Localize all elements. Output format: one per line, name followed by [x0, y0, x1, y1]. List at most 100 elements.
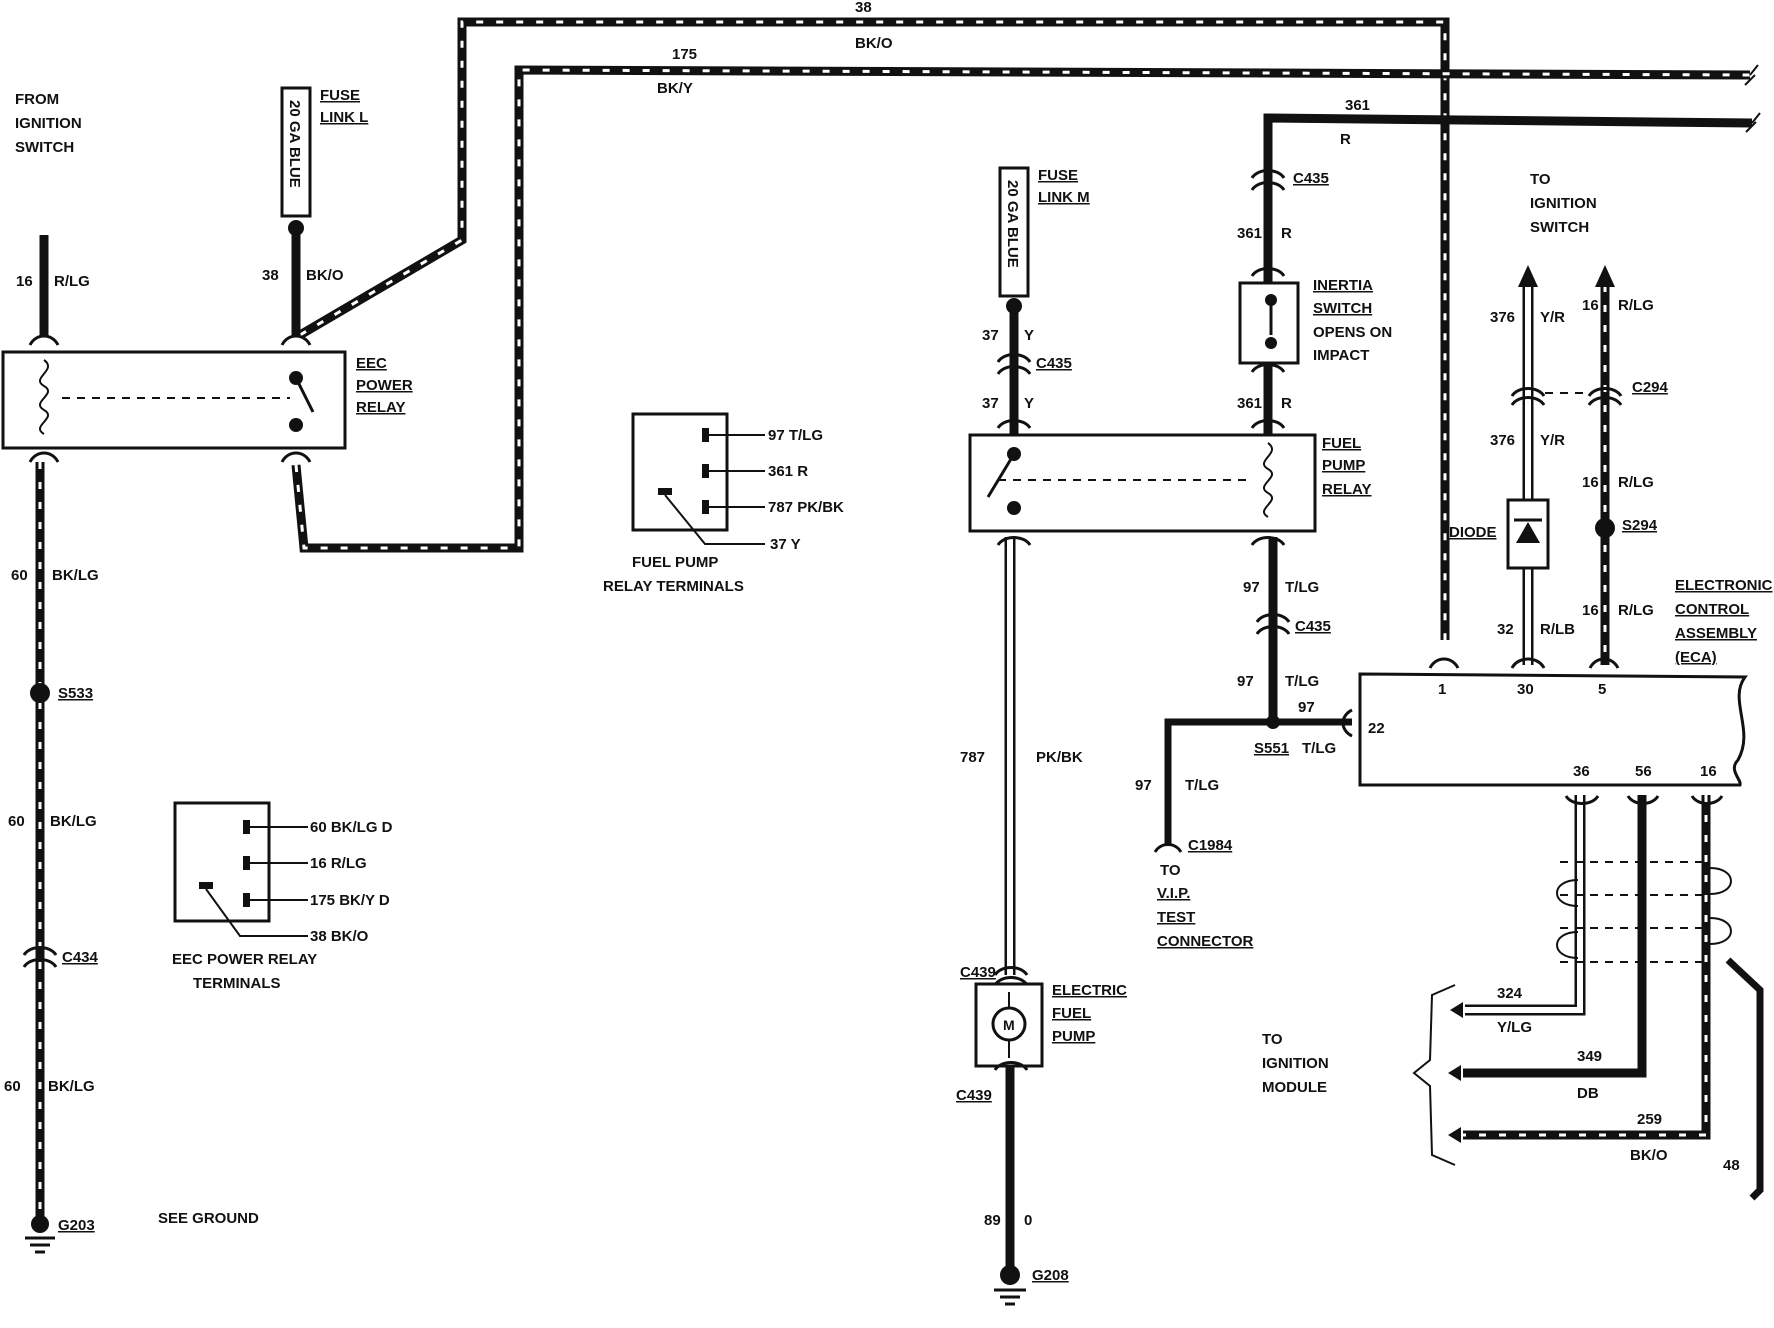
w16a-circuit: 16 — [1582, 297, 1599, 314]
eec-power-relay-label-3: RELAY — [356, 399, 405, 416]
fuel-pump-relay-label-1: FUEL — [1322, 435, 1361, 452]
w787-circuit: 787 — [960, 749, 985, 766]
w60b-circuit: 60 — [8, 813, 25, 830]
w16b-circuit: 16 — [1582, 474, 1599, 491]
c435-361r-connector — [1250, 169, 1286, 191]
g208-label: G208 — [1032, 1267, 1069, 1284]
fp-terminal-1 — [702, 428, 709, 442]
eca-pin-56: 56 — [1635, 763, 1652, 780]
w37b-circuit: 37 — [982, 395, 999, 412]
fp-terminal-caption-1: FUEL PUMP — [632, 554, 718, 571]
inertia-label-2: SWITCH — [1313, 300, 1372, 317]
eec-terminal-row-3: 175 BK/Y D — [310, 892, 390, 909]
eca-label-4: (ECA) — [1675, 649, 1717, 666]
w38-top-color: BK/O — [855, 35, 893, 52]
ignition-module-arrows — [1448, 1002, 1463, 1143]
eca-top-connectors — [1428, 657, 1620, 669]
eca-pin-16: 16 — [1700, 763, 1717, 780]
c435-c-label: C435 — [1295, 618, 1331, 635]
c294-label: C294 — [1632, 379, 1669, 396]
w349-circuit: 349 — [1577, 1048, 1602, 1065]
c435-a-label: C435 — [1036, 355, 1072, 372]
fp-terminal-row-4: 37 Y — [770, 536, 801, 553]
shield-loops-right — [1709, 867, 1732, 945]
eec-terminal-row-1: 60 BK/LG D — [310, 819, 393, 836]
to-vip-label-2: V.I.P. — [1157, 885, 1190, 902]
w60a-circuit: 60 — [11, 567, 28, 584]
w175-top-color: BK/Y — [657, 80, 693, 97]
w376b-color: Y/R — [1540, 432, 1565, 449]
c439-bottom-connector — [993, 1061, 1029, 1071]
c1984-label: C1984 — [1188, 837, 1233, 854]
inertia-label-4: IMPACT — [1313, 347, 1369, 364]
eec-terminal-4 — [199, 882, 213, 889]
w48-circuit: 48 — [1723, 1157, 1740, 1174]
w376a-color: Y/R — [1540, 309, 1565, 326]
fp-relay-contact-2 — [1007, 501, 1021, 515]
w60a-color: BK/LG — [52, 567, 99, 584]
w376a-circuit: 376 — [1490, 309, 1515, 326]
w175-top-circuit: 175 — [672, 46, 697, 63]
wire-324-y-lg — [1465, 795, 1586, 1016]
w37a-color: Y — [1024, 327, 1034, 344]
c435-97-connector — [1255, 613, 1291, 635]
to-ignition-switch-arrows — [1518, 265, 1615, 287]
eca-label-3: ASSEMBLY — [1675, 625, 1757, 642]
fp-terminal-leads — [664, 434, 765, 545]
eec-relay-coil — [39, 359, 49, 435]
c435-37y-connector — [996, 353, 1032, 375]
w97b-color: T/LG — [1285, 673, 1319, 690]
s533-splice — [30, 683, 50, 703]
eec-terminal-1 — [243, 820, 250, 834]
eec-terminal-caption-1: EEC POWER RELAY — [172, 951, 317, 968]
shield-loops-left — [1556, 879, 1579, 959]
w37b-color: Y — [1024, 395, 1034, 412]
fuse-link-l-label-2: LINK L — [320, 109, 368, 126]
w89-circuit: 89 — [984, 1212, 1001, 1229]
fuse-link-m-label-2: LINK M — [1038, 189, 1090, 206]
to-ignition-module-label-1: TO — [1262, 1031, 1283, 1048]
fp-terminal-row-2: 361 R — [768, 463, 808, 480]
electric-fuel-pump-label-2: FUEL — [1052, 1005, 1091, 1022]
ignition-module-shield-dashes — [1560, 861, 1710, 963]
w97d-circuit: 97 — [1135, 777, 1152, 794]
diode-symbol — [1516, 522, 1540, 543]
w60c-color: BK/LG — [48, 1078, 95, 1095]
w16a-color: R/LG — [1618, 297, 1654, 314]
wire-97-to-vip — [1164, 718, 1273, 845]
eec-terminal-leads — [205, 826, 308, 937]
s294-splice — [1595, 518, 1615, 538]
eca-module — [1358, 672, 1748, 787]
eca-label-2: CONTROL — [1675, 601, 1749, 618]
eec-relay-switch-arm — [294, 377, 315, 413]
eca-pin22-connector — [1341, 708, 1353, 738]
fuel-pump-relay — [968, 433, 1317, 533]
w361-top-circuit: 361 — [1345, 97, 1370, 114]
eec-terminal-caption-2: TERMINALS — [193, 975, 281, 992]
eca-pin-36: 36 — [1573, 763, 1590, 780]
to-ignition-module-label-2: IGNITION — [1262, 1055, 1329, 1072]
c294-connector — [1510, 387, 1623, 406]
fuse-link-l — [280, 86, 312, 218]
from-ignition-label-1: FROM — [15, 91, 59, 108]
to-ignition-switch-label-3: SWITCH — [1530, 219, 1589, 236]
fp-relay-switch-arm — [986, 453, 1016, 498]
fp-relay-connectors — [996, 419, 1286, 546]
w38-top-circuit: 38 — [855, 0, 872, 16]
w60b-color: BK/LG — [50, 813, 97, 830]
w259-circuit: 259 — [1637, 1111, 1662, 1128]
wire-38-bk-o — [297, 17, 1450, 640]
fuse-link-m-terminal — [1006, 298, 1022, 314]
w97c-color: T/LG — [1302, 740, 1336, 757]
w32-circuit: 32 — [1497, 621, 1514, 638]
w32-color: R/LB — [1540, 621, 1575, 638]
fuse-link-m-rating: 20 GA BLUE — [1004, 180, 1021, 268]
electric-fuel-pump-label-3: PUMP — [1052, 1028, 1095, 1045]
to-ignition-module-label-3: MODULE — [1262, 1079, 1327, 1096]
wire-259-bk-o — [1463, 795, 1711, 1140]
s551-label: S551 — [1254, 740, 1289, 757]
g203-ground-icon — [25, 1236, 55, 1254]
w97a-circuit: 97 — [1243, 579, 1260, 596]
w97b-circuit: 97 — [1237, 673, 1254, 690]
